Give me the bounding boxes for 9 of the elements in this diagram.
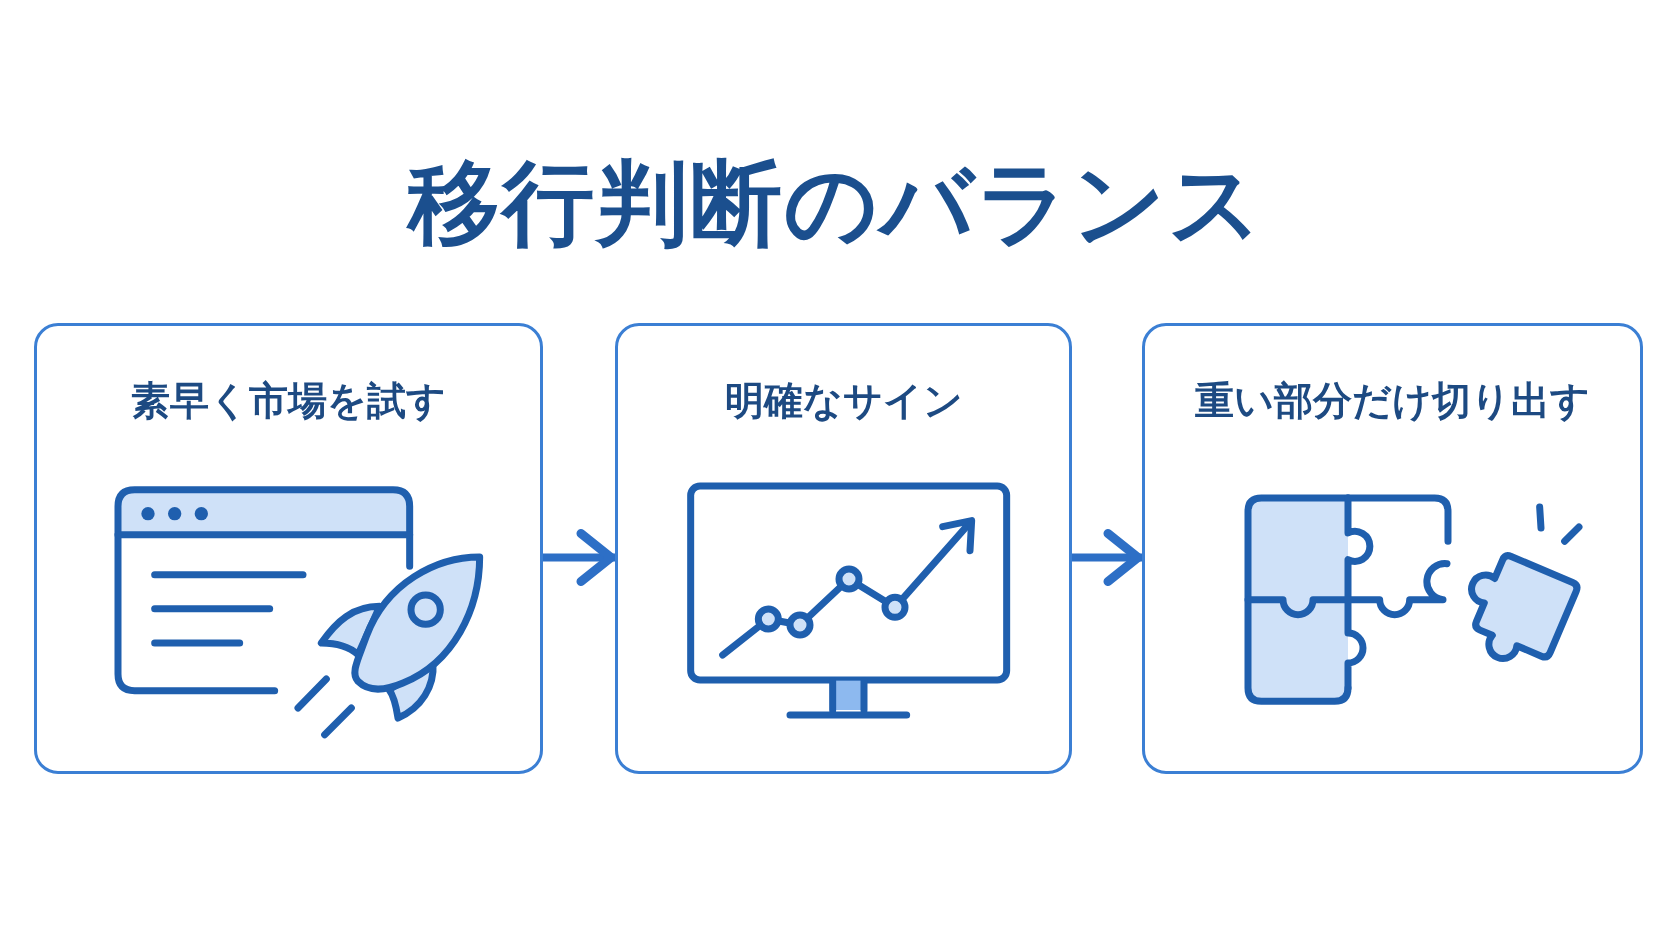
- step-title: 素早く市場を試す: [131, 377, 446, 425]
- arrow: [543, 529, 616, 586]
- step-title: 明確なサイン: [724, 377, 963, 425]
- step-card: [34, 323, 543, 774]
- step-card: [615, 323, 1072, 774]
- arrow: [1072, 529, 1143, 586]
- step-title: 重い部分だけ切り出す: [1195, 377, 1590, 425]
- diagram-title: 移行判断のバランス: [408, 149, 1264, 259]
- step-card: [1142, 323, 1643, 774]
